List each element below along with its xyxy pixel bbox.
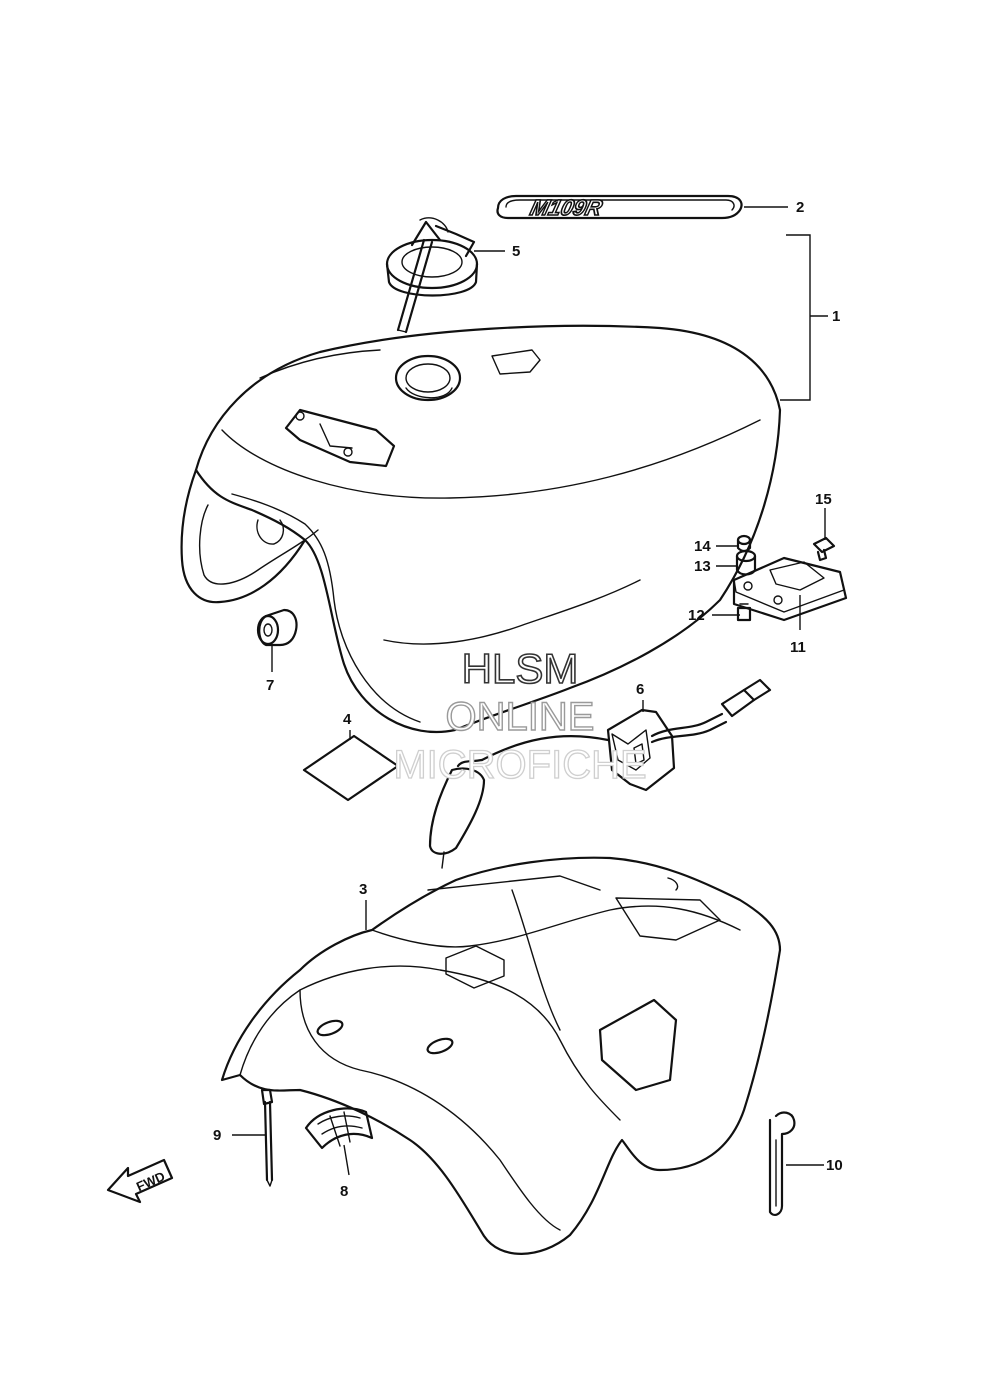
tank-emblem: M109R [496,195,743,221]
bracket-plate [732,556,848,622]
callout-11: 11 [790,639,806,656]
callout-3: 3 [359,881,367,898]
cushion [256,608,298,647]
callout-6: 6 [636,681,644,698]
bolt-12 [736,603,752,622]
callout-14: 14 [694,538,711,555]
callout-1: 1 [832,308,840,325]
leader-lines [232,206,828,1176]
bolt-15 [812,536,836,562]
fuel-cap [385,217,479,334]
label-sheet [302,734,400,802]
cable-tie [260,1088,274,1187]
fwd-label: FWD [134,1168,167,1194]
callout-8: 8 [340,1183,348,1200]
watermark-line-3: MICROFICHE [393,743,646,787]
collar-14 [736,534,752,553]
watermark-line-2: ONLINE [446,695,595,739]
fwd-arrow: FWD [106,1158,174,1204]
watermark-line-1: HLSM [462,645,579,692]
callout-12: 12 [688,607,705,624]
callout-15: 15 [815,491,832,508]
strap [768,1111,796,1216]
emblem-text: M109R [528,195,605,220]
fuel-level-gauge [428,678,772,869]
callout-9: 9 [213,1127,221,1144]
callout-13: 13 [694,558,711,575]
clamp [304,1107,374,1150]
callout-2: 2 [796,199,804,216]
callout-7: 7 [266,677,274,694]
callout-4: 4 [343,711,352,728]
watermark: HLSM ONLINE MICROFICHE [393,644,648,787]
fuel-tank [180,324,782,734]
callout-5: 5 [512,243,520,260]
tank-cover [220,856,782,1255]
callout-labels: 1 2 3 4 5 6 7 8 9 10 11 12 13 14 15 [213,199,843,1200]
callout-10: 10 [826,1157,843,1174]
